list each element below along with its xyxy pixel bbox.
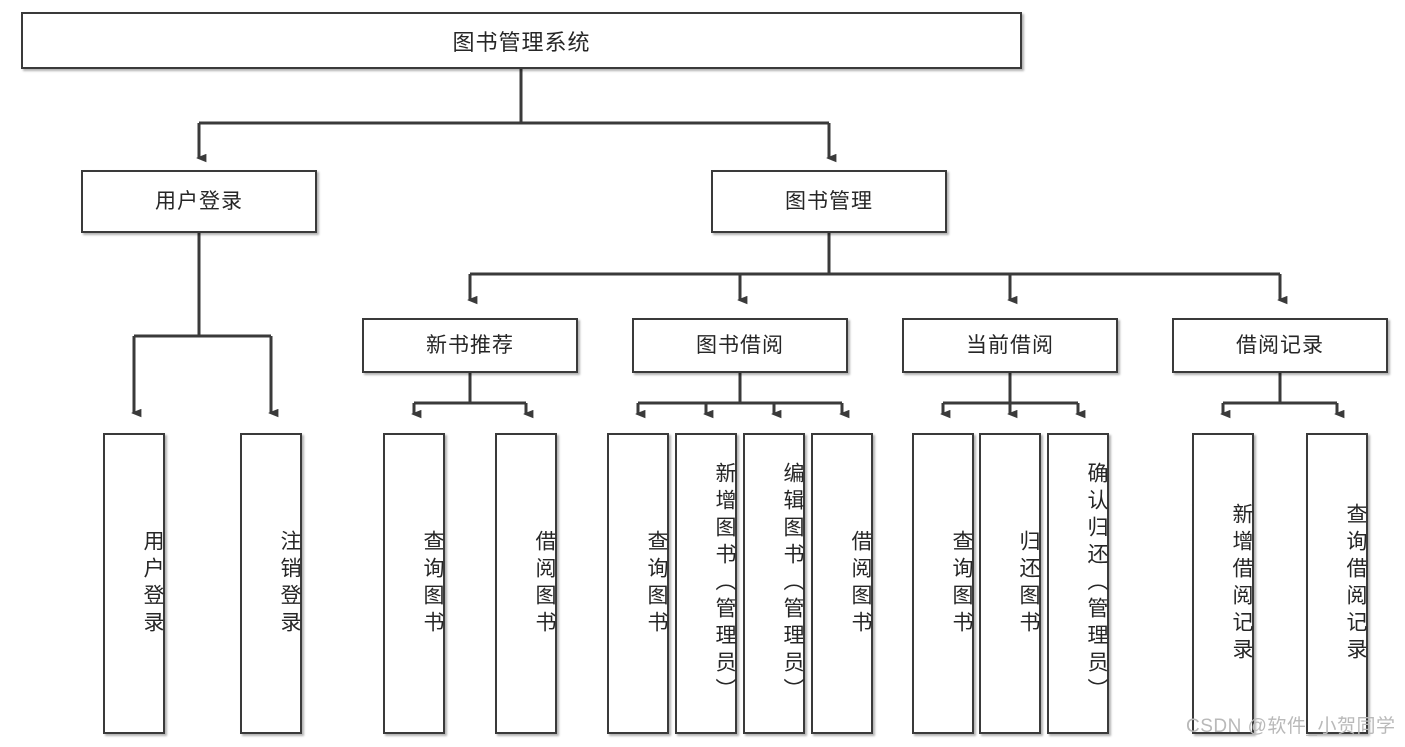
- wire-borrow-to-leaves: [638, 373, 842, 414]
- node-new-book-recommend[interactable]: 新书推荐: [362, 318, 578, 373]
- node-label: 用户登录: [155, 189, 243, 213]
- wire-record-to-leaves: [1223, 373, 1337, 414]
- node-label: 图书管理: [785, 189, 873, 213]
- node-label: 编辑图书（管理员）: [781, 462, 804, 705]
- leaf-borrow-add-book-admin[interactable]: 新增图书（管理员）: [675, 433, 737, 734]
- wire-userlogin-to-leaves: [134, 233, 271, 413]
- wire-newbook-to-leaves: [414, 373, 526, 414]
- node-label: 查询图书: [421, 529, 444, 638]
- node-label: 借阅图书: [533, 529, 556, 638]
- leaf-record-query-record[interactable]: 查询借阅记录: [1306, 433, 1368, 734]
- node-label: 新增图书（管理员）: [713, 462, 736, 705]
- node-label: 查询图书: [950, 529, 973, 638]
- leaf-record-add-record[interactable]: 新增借阅记录: [1192, 433, 1254, 734]
- node-current-borrow[interactable]: 当前借阅: [902, 318, 1118, 373]
- node-label: 借阅图书: [849, 529, 872, 638]
- watermark-text: CSDN @软件_小贺同学: [1186, 716, 1396, 737]
- wire-root-to-level2: [199, 69, 829, 158]
- leaf-user-login-login[interactable]: 用户登录: [103, 433, 165, 734]
- node-label: 查询图书: [645, 529, 668, 638]
- leaf-newbook-borrow-book[interactable]: 借阅图书: [495, 433, 557, 734]
- leaf-borrow-borrow-book[interactable]: 借阅图书: [811, 433, 873, 734]
- node-label: 借阅记录: [1236, 333, 1324, 357]
- node-label: 当前借阅: [966, 333, 1054, 357]
- node-label: 确认归还（管理员）: [1085, 462, 1108, 705]
- node-label: 图书管理系统: [452, 29, 591, 55]
- node-user-login[interactable]: 用户登录: [81, 170, 317, 233]
- leaf-current-query-book[interactable]: 查询图书: [912, 433, 974, 734]
- node-label: 用户登录: [141, 529, 164, 638]
- leaf-current-return-book[interactable]: 归还图书: [979, 433, 1041, 734]
- node-label: 查询借阅记录: [1344, 502, 1367, 665]
- wire-current-to-leaves: [943, 373, 1078, 414]
- node-label: 归还图书: [1017, 529, 1040, 638]
- node-label: 图书借阅: [696, 333, 784, 357]
- node-book-borrow[interactable]: 图书借阅: [632, 318, 848, 373]
- leaf-user-login-logout[interactable]: 注销登录: [240, 433, 302, 734]
- leaf-borrow-edit-book-admin[interactable]: 编辑图书（管理员）: [743, 433, 805, 734]
- node-root-book-management-system[interactable]: 图书管理系统: [21, 12, 1022, 69]
- leaf-borrow-query-book[interactable]: 查询图书: [607, 433, 669, 734]
- node-borrow-record[interactable]: 借阅记录: [1172, 318, 1388, 373]
- node-book-management[interactable]: 图书管理: [711, 170, 947, 233]
- node-label: 新增借阅记录: [1230, 502, 1253, 665]
- node-label: 注销登录: [278, 529, 301, 638]
- leaf-current-confirm-return-admin[interactable]: 确认归还（管理员）: [1047, 433, 1109, 734]
- node-label: 新书推荐: [426, 333, 514, 357]
- leaf-newbook-query-book[interactable]: 查询图书: [383, 433, 445, 734]
- wire-bookmgmt-to-level3: [470, 233, 1280, 300]
